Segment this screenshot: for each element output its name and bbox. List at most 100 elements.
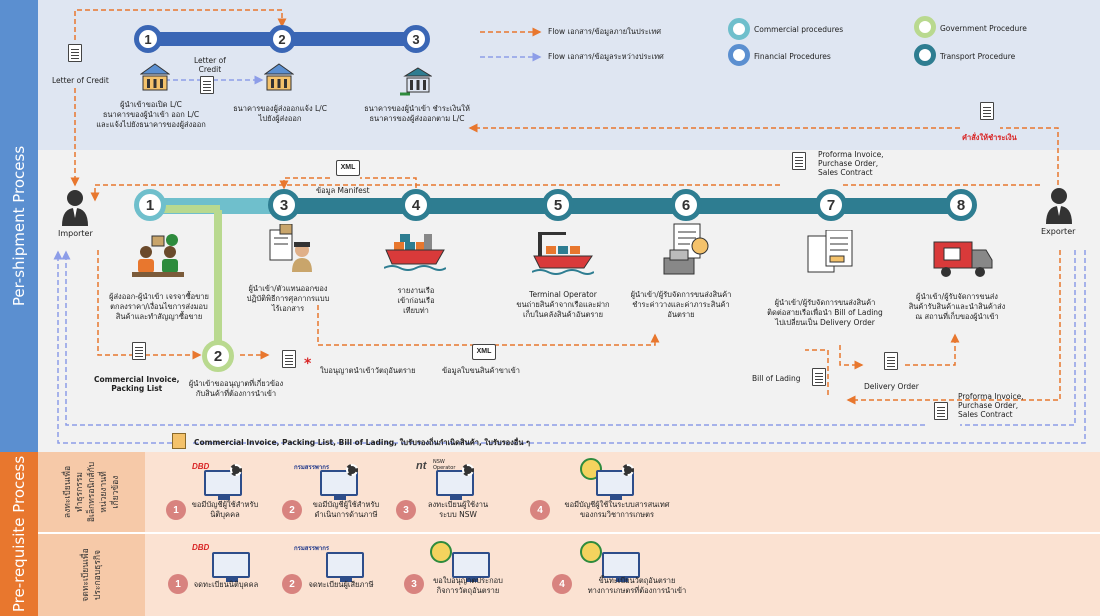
commercial-invoice-label: Commercial Invoice, Packing List xyxy=(94,375,180,393)
computer-icon xyxy=(436,470,474,500)
proforma-bottom-doc-icon xyxy=(934,402,948,420)
main-step-5-text: Terminal Operator ขนถ่ายสินค้าจากเรือและ… xyxy=(516,290,610,319)
bill-exchange-icon xyxy=(807,230,853,273)
exporter-label: Exporter xyxy=(1041,227,1076,236)
envelope-icon xyxy=(172,433,186,449)
dbd-logo-icon: DBD xyxy=(192,543,210,552)
terminal-crane-icon xyxy=(532,232,594,275)
computer-icon xyxy=(320,470,358,500)
prereq-row2-text-3: ขอใบอนุญาตประกอบ กิจการวัตถุอันตราย xyxy=(433,576,503,595)
financial-step-1-circle: 1 xyxy=(134,25,162,53)
legend-domestic-flow: Flow เอกสาร/ข้อมูลภายในประเทศ xyxy=(548,27,662,36)
delivery-truck-icon xyxy=(933,241,993,277)
letter-of-credit-doc-icon xyxy=(68,44,82,62)
main-step-6-circle: 6 xyxy=(670,189,702,221)
main-step-8-text: ผู้นำเข้า/ผู้รับจัดการขนส่ง สินค้ารับสิน… xyxy=(908,292,1006,321)
ship-icon xyxy=(384,234,446,271)
importer-label: Importer xyxy=(58,229,93,238)
prereq-row2-step-1: 1 xyxy=(168,574,188,594)
manifest-label: ข้อมูล Manifest xyxy=(316,186,370,195)
proforma-top-doc-icon xyxy=(792,152,806,170)
computer-icon xyxy=(452,552,490,582)
gear-icon xyxy=(462,464,474,476)
computer-icon xyxy=(602,552,640,582)
prereq-row1-step-3: 3 xyxy=(396,500,416,520)
prereq-row1-text-4: ขอมีบัญชีผู้ใช้ในระบบสารสนเทศ ของกรมวิชา… xyxy=(564,500,670,519)
prereq-row1-text-1: ขอมีบัญชีผู้ใช้สำหรับ นิติบุคคล xyxy=(191,500,259,519)
prereq-group-2: จดทะเบียนเพื่อ ประกอบธุรกิจ xyxy=(38,534,145,616)
legend-commercial: Commercial procedures xyxy=(754,25,844,34)
declaration-label: ข้อมูลใบขนสินค้าขาเข้า xyxy=(442,366,521,375)
financial-step-3-circle: 3 xyxy=(402,25,430,53)
prerequisite-side-label: Pre-requisite Process xyxy=(0,452,38,616)
revenue-logo-icon: กรมสรรพากร xyxy=(294,465,330,471)
payment-invoice-icon xyxy=(663,223,709,275)
permit-asterisk: * xyxy=(304,356,312,372)
prereq-row2-text-1: จดทะเบียนนิติบุคคล xyxy=(193,580,259,589)
negotiation-icon xyxy=(132,234,184,277)
legend-international-flow: Flow เอกสาร/ข้อมูลระหว่างประเทศ xyxy=(548,52,664,61)
financial-step-1-text: ผู้นำเข้าขอเปิด L/C ธนาคารของผู้นำเข้า อ… xyxy=(96,100,206,129)
financial-step-2-text: ธนาคารของผู้ส่งออกแจ้ง L/C ไปยังผู้ส่งออ… xyxy=(233,104,327,123)
legend-commercial-icon xyxy=(728,18,750,40)
main-step-2-text: ผู้นำเข้าขออนุญาตที่เกี่ยวข้อง กับสินค้า… xyxy=(188,379,284,398)
dbd-logo-icon: DBD xyxy=(192,462,210,471)
prereq-row2-text-2: จดทะเบียนผู้เสียภาษี xyxy=(308,580,374,589)
prereq-row2-step-2: 2 xyxy=(282,574,302,594)
proforma-bottom-label: Proforma Invoice, Purchase Order, Sales … xyxy=(958,392,1024,419)
delivery-order-label: Delivery Order xyxy=(864,382,919,391)
permit-doc-icon xyxy=(282,350,296,368)
bill-of-lading-doc-icon xyxy=(812,368,826,386)
bank-icon xyxy=(140,63,170,91)
main-step-1-text: ผู้ส่งออก-ผู้นำเข้า เจรจาซื้อขาย ตกลงราค… xyxy=(109,292,209,321)
computer-icon xyxy=(326,552,364,582)
exporter-icon xyxy=(1046,188,1072,224)
prereq-row2-text-4: ขึ้นทะเบียนวัตถุอันตราย ทางการเกษตรที่ต้… xyxy=(587,576,687,595)
nsw-logo-sub: NSW Operator xyxy=(433,459,456,471)
letter-of-credit-mid-doc-icon xyxy=(200,76,214,94)
bank-icon xyxy=(264,63,294,91)
main-step-6-text: ผู้นำเข้า/ผู้รับจัดการขนส่งสินค้า ชำระค่… xyxy=(630,290,732,319)
main-step-1-circle: 1 xyxy=(134,189,166,221)
prereq-row1-text-2: ขอมีบัญชีผู้ใช้สำหรับ ดำเนินการด้านภาษี xyxy=(312,500,380,519)
prereq-row2-step-3: 3 xyxy=(404,574,424,594)
bill-of-lading-label: Bill of Lading xyxy=(752,374,801,383)
legend-financial-icon xyxy=(728,44,750,66)
revenue-logo-icon: กรมสรรพากร xyxy=(294,546,330,552)
per-shipment-side-label: Per-shipment Process xyxy=(0,0,38,452)
commercial-invoice-doc-icon xyxy=(132,342,146,360)
prereq-group-1: ลงทะเบียนเพื่อ ทำธุรกรรม อิเล็กทรอนิกส์ก… xyxy=(38,452,145,532)
legend-transport: Transport Procedure xyxy=(940,52,1016,61)
agriculture-seal-icon xyxy=(430,541,452,563)
main-step-7-circle: 7 xyxy=(815,189,847,221)
legend-financial: Financial Procedures xyxy=(754,52,831,61)
main-step-2-circle: 2 xyxy=(202,340,234,372)
gear-icon xyxy=(230,464,242,476)
prereq-row1-step-2: 2 xyxy=(282,500,302,520)
delivery-order-doc-icon xyxy=(884,352,898,370)
gear-icon xyxy=(346,464,358,476)
nsw-logo-icon: nt xyxy=(416,460,427,472)
declaration-xml-icon: XML xyxy=(472,344,496,360)
legend-transport-icon xyxy=(914,44,936,66)
prereq-row1-text-3: ลงทะเบียนผู้ใช้งาน ระบบ NSW xyxy=(427,500,489,519)
main-step-4-text: รายงานเรือ เข้าก่อนเรือ เทียบท่า xyxy=(397,286,435,315)
importer-icon xyxy=(62,190,88,226)
proforma-top-label: Proforma Invoice, Purchase Order, Sales … xyxy=(818,150,884,177)
prereq-row1-step-1: 1 xyxy=(166,500,186,520)
main-step-3-circle: 3 xyxy=(268,189,300,221)
main-step-8-circle: 8 xyxy=(945,189,977,221)
main-step-5-circle: 5 xyxy=(542,189,574,221)
agriculture-seal-icon xyxy=(580,541,602,563)
prereq-row1-step-4: 4 xyxy=(530,500,550,520)
bottom-docs-label: Commercial Invoice, Packing List, Bill o… xyxy=(194,438,531,447)
customs-officer-icon xyxy=(269,224,312,272)
letter-of-credit-mid-label: Letter of Credit xyxy=(194,56,226,74)
main-step-3-text: ผู้นำเข้า/ตัวแทนออกของ ปฏิบัติพิธีการศุล… xyxy=(246,284,330,313)
financial-step-3-text: ธนาคารของผู้นำเข้า ชำระเงินให้ ธนาคารของ… xyxy=(364,104,470,123)
prereq-row2-step-4: 4 xyxy=(552,574,572,594)
permit-label: ใบอนุญาตนำเข้าวัตถุอันตราย xyxy=(320,366,416,375)
financial-step-2-circle: 2 xyxy=(268,25,296,53)
bank-transfer-icon xyxy=(400,67,432,96)
